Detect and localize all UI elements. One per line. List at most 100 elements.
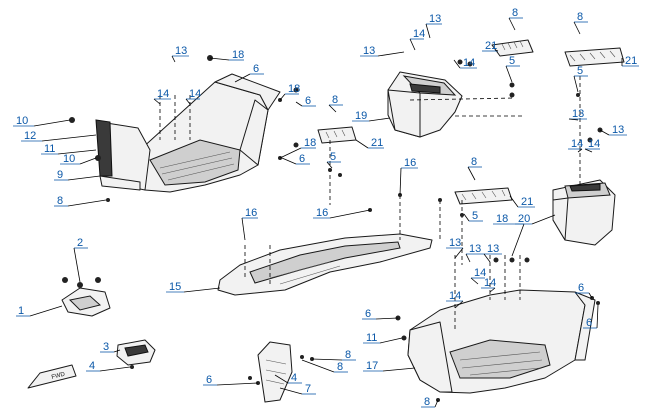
- callout-8-upper-middle: 8: [508, 7, 523, 31]
- callout-19: 19: [352, 110, 391, 122]
- callout-6-right-b-text: 6: [578, 282, 584, 294]
- bracket-lower: [454, 187, 513, 205]
- callout-11-right-leader: [379, 337, 403, 344]
- callout-5-middle-leader: [326, 161, 333, 169]
- callout-14-left-a: 14: [153, 88, 171, 105]
- callout-8-middle: 8: [328, 94, 343, 113]
- callout-13-lower-c: 13: [483, 243, 502, 263]
- callout-2-leader: [73, 247, 81, 283]
- callout-19-text: 19: [355, 110, 367, 122]
- callout-18-d-leader: [511, 223, 525, 257]
- callout-8-middle-leader: [328, 104, 337, 113]
- callout-18-a: 18: [209, 49, 244, 61]
- callout-6-right-floor: 6: [583, 304, 599, 329]
- callout-17: 17: [363, 360, 416, 372]
- callout-13-left: 13: [171, 45, 189, 63]
- callout-14-left-a-leader: [153, 98, 161, 105]
- callout-13-lower-b-leader: [465, 253, 471, 263]
- callout-10-a: 10: [13, 115, 71, 127]
- callout-13-right-a: 13: [568, 108, 587, 121]
- callout-13-upper-middle-b-leader: [377, 51, 405, 57]
- callout-8-middle-text: 8: [332, 94, 338, 106]
- callout-18-c-text: 18: [304, 137, 316, 149]
- right-side-cover: [552, 179, 616, 246]
- callout-6-right-floor-text: 6: [586, 317, 592, 329]
- callout-4-left: 4: [86, 360, 131, 372]
- callout-6-right-a-text: 6: [365, 308, 371, 320]
- callout-10-b-leader: [79, 157, 97, 165]
- callout-21-middle: 21: [355, 137, 384, 149]
- callout-13-right-b-text: 13: [612, 124, 624, 136]
- callout-8-upper-right-leader: [573, 21, 581, 35]
- bracket-upper-right: [564, 47, 625, 67]
- callout-7: 7: [279, 383, 316, 395]
- callout-21-upper-middle: 21: [482, 40, 499, 52]
- callout-18-b-leader: [279, 93, 286, 101]
- callout-14-upper-middle-a: 14: [409, 28, 425, 51]
- right-floor-assembly: [407, 289, 596, 394]
- forward-arrow-label: FWD: [51, 371, 66, 381]
- callout-21-middle-leader: [355, 139, 369, 149]
- callout-13-upper-middle-b: 13: [360, 45, 405, 57]
- callout-5-upper-right-text: 5: [577, 65, 583, 77]
- callout-18-c: 18: [279, 137, 316, 159]
- callout-4-left-leader: [99, 366, 131, 372]
- callout-13-right-a-text: 13: [572, 108, 584, 120]
- callout-18-d-text: 18: [496, 213, 508, 225]
- callout-8-bottom-b-text: 8: [337, 361, 343, 373]
- callout-13-lower-a: 13: [446, 237, 464, 259]
- callout-14-lower-c-text: 14: [484, 277, 496, 289]
- callout-8-bottom-a-text: 8: [345, 349, 351, 361]
- callout-8-upper-middle-text: 8: [512, 7, 518, 19]
- callout-6-right-b-leader: [588, 292, 593, 299]
- callout-6-bottom-left: 6: [203, 374, 259, 386]
- callout-8-left: 8: [54, 195, 107, 207]
- callout-12: 12: [21, 130, 97, 142]
- callout-21-lower-text: 21: [521, 196, 533, 208]
- callout-8-upper-right: 8: [573, 11, 588, 35]
- callout-6-right-a: 6: [362, 308, 399, 320]
- callout-1-text: 1: [18, 305, 24, 317]
- callout-14-lower-c: 14: [481, 277, 496, 293]
- callout-21-lower: 21: [509, 195, 535, 208]
- callout-7-text: 7: [305, 383, 311, 395]
- fasteners: [62, 55, 603, 402]
- callout-14-lower-b-leader: [470, 277, 479, 285]
- small-bracket: [61, 287, 111, 317]
- callout-15-text: 15: [169, 281, 181, 293]
- callout-14-upper-middle-a-leader: [409, 38, 416, 51]
- callout-4-left-text: 4: [89, 360, 95, 372]
- callout-8-bottom-b-leader: [301, 359, 335, 373]
- callout-6-upper-left-leader: [234, 73, 251, 83]
- callout-20: 20: [515, 213, 556, 225]
- callout-18-b-text: 18: [288, 83, 300, 95]
- callout-8-upper-middle-leader: [508, 17, 516, 31]
- callout-3-text: 3: [103, 341, 109, 353]
- callout-6-upper-left-text: 6: [253, 63, 259, 75]
- callout-5-lower-leader: [463, 213, 470, 222]
- callout-16-b-text: 16: [245, 207, 257, 219]
- callout-12-text: 12: [24, 130, 36, 142]
- callout-13-upper-middle-b-text: 13: [363, 45, 375, 57]
- callout-4-middle-leader: [274, 374, 289, 384]
- callout-16-a: 16: [399, 157, 418, 196]
- callout-16-a-text: 16: [404, 157, 416, 169]
- callout-6-upper-left: 6: [234, 63, 264, 83]
- callout-17-leader: [382, 367, 416, 372]
- callout-12-leader: [41, 134, 97, 142]
- callout-4-middle: 4: [274, 372, 302, 384]
- callout-8-bottom-a-leader: [311, 358, 343, 361]
- callout-14-right-b-text: 14: [588, 138, 600, 150]
- callout-6-right-b: 6: [575, 282, 593, 299]
- callout-16-c-leader: [329, 209, 371, 219]
- callout-8-floor-leader: [434, 399, 439, 408]
- callout-21-middle-text: 21: [371, 137, 383, 149]
- callout-11-right: 11: [363, 332, 403, 344]
- callout-8-left-text: 8: [57, 195, 63, 207]
- bracket-upper-middle: [491, 39, 534, 57]
- left-floor-assembly: [95, 73, 281, 193]
- callout-16-a-leader: [399, 167, 402, 196]
- callout-14-lower-a-text: 14: [449, 290, 461, 302]
- callout-20-leader: [531, 214, 556, 225]
